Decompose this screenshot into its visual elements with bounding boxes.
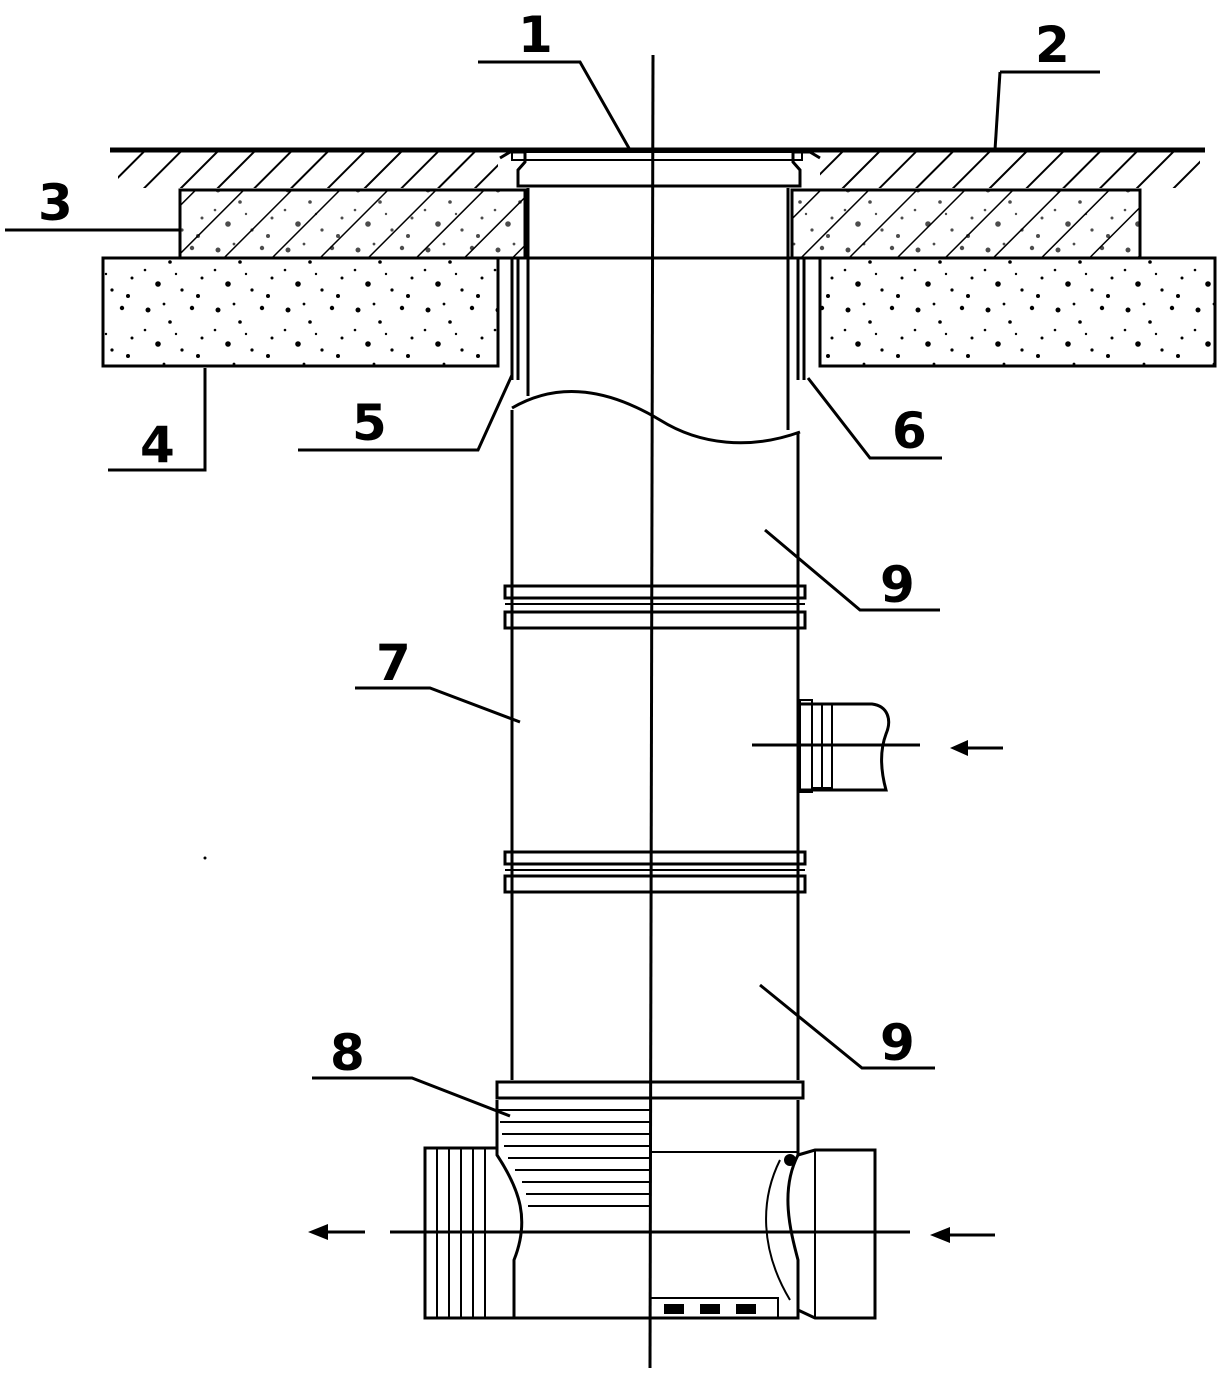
callout-5: 5 bbox=[352, 394, 387, 452]
callout-2: 2 bbox=[1035, 16, 1070, 74]
callout-9-upper: 9 bbox=[880, 556, 915, 614]
callout-8: 8 bbox=[330, 1024, 365, 1082]
callout-9-lower: 9 bbox=[880, 1014, 915, 1072]
center-axis bbox=[648, 54, 655, 1369]
floor-slab bbox=[101, 256, 1217, 368]
top-cap bbox=[499, 150, 821, 188]
callout-labels: 1 2 3 4 5 6 7 8 9 9 bbox=[38, 6, 1070, 1082]
callout-7: 7 bbox=[376, 634, 411, 692]
callout-1: 1 bbox=[518, 6, 553, 64]
callout-4: 4 bbox=[140, 416, 175, 474]
ground-surface-layer bbox=[110, 147, 1205, 188]
callout-6: 6 bbox=[892, 402, 927, 460]
main-pipe bbox=[495, 410, 807, 1100]
bottom-tee bbox=[308, 1100, 995, 1320]
side-inlet-pipe bbox=[752, 699, 1003, 793]
concrete-layer bbox=[178, 188, 1142, 260]
callout-3: 3 bbox=[38, 174, 73, 232]
leader-lines bbox=[5, 60, 1100, 1118]
upper-sleeve bbox=[498, 188, 820, 445]
